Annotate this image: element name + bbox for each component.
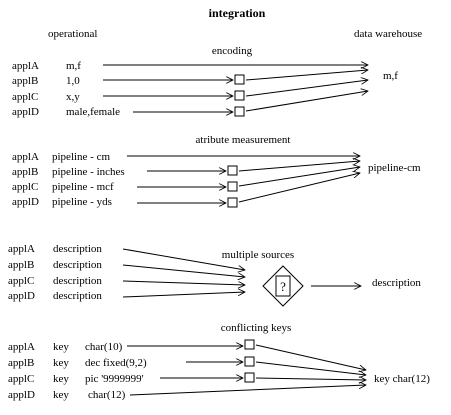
- sources-value-a: description: [53, 243, 102, 255]
- sources-app-c: applC: [8, 275, 34, 287]
- keys-app-d: applD: [8, 389, 35, 401]
- encoding-arrow-d-out: [245, 91, 368, 112]
- keys-key-b: key: [53, 357, 69, 369]
- keys-key-c: key: [53, 373, 69, 385]
- measure-app-c: applC: [12, 181, 38, 193]
- keys-result: key char(12): [374, 373, 430, 385]
- measure-arrow-d-out: [238, 173, 360, 203]
- keys-value-a: char(10): [85, 341, 123, 353]
- encoding-app-b: applB: [12, 75, 38, 87]
- encoding-arrow-b-out: [245, 70, 368, 81]
- encoding-app-a: applA: [12, 60, 39, 72]
- measure-value-c: pipeline - mcf: [52, 181, 114, 193]
- keys-key-a: key: [53, 341, 69, 353]
- keys-label: conflicting keys: [221, 322, 292, 334]
- keys-value-d: char(12): [88, 389, 126, 401]
- sources-result: description: [372, 277, 421, 289]
- keys-arrow-b-out: [255, 361, 366, 375]
- sources-app-b: applB: [8, 259, 34, 271]
- encoding-transform-box-b: [234, 74, 245, 85]
- keys-key-d: key: [53, 389, 69, 401]
- measure-result: pipeline-cm: [368, 162, 421, 174]
- measure-value-a: pipeline - cm: [52, 151, 110, 163]
- keys-transform-box-c: [244, 372, 255, 383]
- encoding-transform-box-c: [234, 90, 245, 101]
- operational-header: operational: [48, 28, 97, 40]
- encoding-value-c: x,y: [66, 91, 80, 103]
- measure-transform-box-d: [227, 197, 238, 208]
- encoding-app-d: applD: [12, 106, 39, 118]
- encoding-value-b: 1,0: [66, 75, 80, 87]
- keys-value-c: pic '9999999': [85, 373, 144, 385]
- keys-arrow-a-out: [255, 344, 366, 370]
- measure-app-b: applB: [12, 166, 38, 178]
- keys-arrow-d: [129, 385, 366, 396]
- sources-value-d: description: [53, 290, 102, 302]
- measure-arrow-b-out: [238, 161, 360, 172]
- sources-app-d: applD: [8, 290, 35, 302]
- encoding-value-d: male,female: [66, 106, 120, 118]
- keys-app-b: applB: [8, 357, 34, 369]
- sources-app-a: applA: [8, 243, 35, 255]
- decision-inner-box: [275, 275, 291, 297]
- sources-arrow-a: [122, 248, 245, 270]
- sources-arrow-b: [122, 264, 245, 277]
- diagram-title: integration: [209, 6, 266, 20]
- sources-value-b: description: [53, 259, 102, 271]
- sources-value-c: description: [53, 275, 102, 287]
- sources-arrow-d: [122, 292, 245, 298]
- encoding-label: encoding: [212, 45, 253, 57]
- keys-app-c: applC: [8, 373, 34, 385]
- measure-value-b: pipeline - inches: [52, 166, 125, 178]
- encoding-value-a: m,f: [66, 60, 81, 72]
- decision-symbol: ?: [280, 279, 286, 294]
- encoding-transform-box-d: [234, 106, 245, 117]
- encoding-result: m,f: [383, 70, 398, 82]
- measure-value-d: pipeline - yds: [52, 196, 112, 208]
- measure-arrow-c-out: [238, 167, 360, 187]
- sources-arrow-c: [122, 280, 245, 285]
- keys-transform-box-a: [244, 339, 255, 350]
- keys-app-a: applA: [8, 341, 35, 353]
- data-warehouse-header: data warehouse: [354, 28, 422, 40]
- measure-app-a: applA: [12, 151, 39, 163]
- keys-value-b: dec fixed(9,2): [85, 357, 147, 369]
- measure-label: atribute measurement: [196, 134, 291, 146]
- measure-app-d: applD: [12, 196, 39, 208]
- measure-transform-box-b: [227, 165, 238, 176]
- measure-transform-box-c: [227, 181, 238, 192]
- sources-label: multiple sources: [222, 249, 294, 261]
- keys-transform-box-b: [244, 356, 255, 367]
- encoding-app-c: applC: [12, 91, 38, 103]
- keys-arrow-c-out: [255, 378, 366, 380]
- encoding-arrow-c-out: [245, 80, 368, 97]
